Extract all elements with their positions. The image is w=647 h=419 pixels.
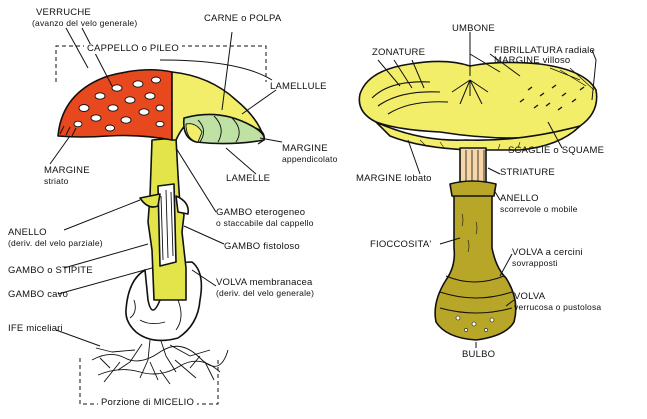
label-gambo-eterogeneo: GAMBO eterogeneo xyxy=(216,207,306,218)
label-striature: STRIATURE xyxy=(500,167,555,178)
label-gambo-stipite: GAMBO o STIPITE xyxy=(8,265,93,276)
right-leader-lines xyxy=(377,32,597,348)
label-margine-striato-sub: striato xyxy=(44,176,69,186)
label-volva-verrucosa: VOLVA xyxy=(514,291,546,302)
label-gambo-cavo: GAMBO cavo xyxy=(8,289,69,300)
label-margine-striato: MARGINE xyxy=(44,165,90,176)
label-zonature: ZONATURE xyxy=(372,47,426,58)
ring-annulus xyxy=(139,193,161,208)
ring-right-flap xyxy=(175,195,190,215)
label-margine-villoso: MARGINE villoso xyxy=(494,55,571,66)
label-right-anello-sub: scorrevole o mobile xyxy=(500,204,578,214)
label-margine-appendicolato: MARGINE xyxy=(282,143,328,154)
label-anello: ANELLO xyxy=(8,227,47,238)
left-mushroom xyxy=(57,68,266,385)
label-cappello: CAPPELLO o PILEO xyxy=(84,44,182,54)
label-volva-cercini-sub: sovrapposti xyxy=(512,258,558,268)
gill-yellow-edge xyxy=(185,123,203,143)
right-cap-gills xyxy=(375,121,581,151)
label-fioccosita: FIOCCOSITA' xyxy=(370,239,432,250)
label-volva-verrucosa-sub: verrucosa o pustolosa xyxy=(514,302,602,312)
label-fibrillatura: FIBRILLATURA radiale xyxy=(494,45,595,56)
label-verruche-sub: (avanzo del velo generale) xyxy=(32,18,138,28)
label-ife-miceliari: IFE miceliari xyxy=(8,323,63,334)
label-gambo-fistoloso: GAMBO fistoloso xyxy=(224,241,300,252)
label-volva-cercini: VOLVA a cercini xyxy=(512,247,583,258)
right-mushroom xyxy=(358,60,598,341)
right-cap-top xyxy=(358,60,598,139)
right-cap-scales xyxy=(519,84,585,111)
label-anello-sub: (deriv. del velo parziale) xyxy=(8,238,103,248)
label-scaglie: SCAGLIE o SQUAME xyxy=(508,145,605,156)
label-volva-membranacea: VOLVA membranacea xyxy=(216,277,313,288)
cap-warts xyxy=(73,76,165,132)
label-micelio: Porzione di MICELIO xyxy=(98,398,198,408)
label-verruche: VERRUCHE xyxy=(36,7,91,18)
label-carne: CARNE o POLPA xyxy=(204,13,282,24)
label-umbone: UMBONE xyxy=(452,23,495,34)
label-right-anello: ANELLO xyxy=(500,193,539,204)
mycelium-hyphae xyxy=(91,337,229,385)
label-margine-lobato: MARGINE lobato xyxy=(356,173,432,184)
right-stem-lower xyxy=(434,195,517,341)
label-lamelle: LAMELLE xyxy=(226,173,271,184)
label-bulbo: BULBO xyxy=(462,349,496,360)
label-gambo-eterogeneo-sub: o staccabile dal cappello xyxy=(216,218,314,228)
right-stem-upper xyxy=(459,147,487,185)
label-margine-appendicolato-sub: appendicolato xyxy=(282,154,338,164)
label-lamellule: LAMELLULE xyxy=(270,81,327,92)
label-volva-membranacea-sub: (deriv. del velo generale) xyxy=(216,288,315,298)
right-volva-pustules xyxy=(455,315,495,332)
